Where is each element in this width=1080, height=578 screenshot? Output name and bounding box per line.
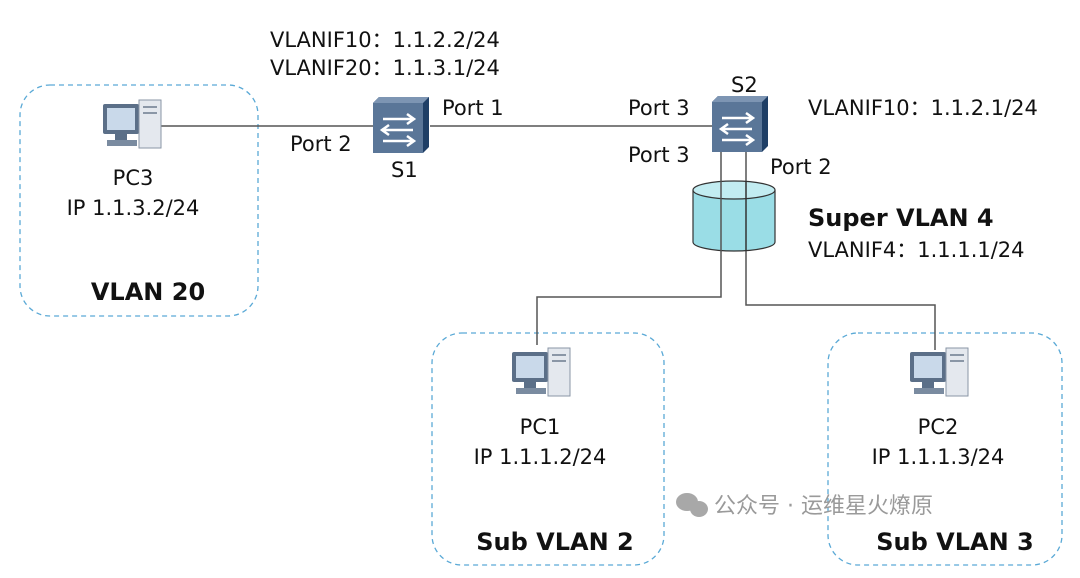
s2-label: S2	[731, 73, 758, 97]
sub-vlan2-zone	[431, 332, 665, 566]
s1-switch-icon	[371, 95, 431, 155]
s1-vlanif10-label: VLANIF10：1.1.2.2/24	[270, 28, 500, 52]
sub-vlan3-zone	[827, 332, 1063, 566]
s2-port3-top-label: Port 3	[628, 96, 690, 120]
pc1-label: PC1	[520, 415, 561, 439]
pc1-ip: IP 1.1.1.2/24	[474, 445, 607, 469]
sub-vlan3-title: Sub VLAN 3	[876, 528, 1034, 556]
s2-port2-label: Port 2	[770, 155, 832, 179]
watermark-text: 公众号 · 运维星火燎原	[714, 494, 933, 519]
super-vlan-title: Super VLAN 4	[808, 204, 994, 232]
super-vlan-cylinder-icon	[692, 180, 776, 252]
s2-port3-bottom-label: Port 3	[628, 143, 690, 167]
pc3-computer-icon	[102, 99, 162, 149]
vlan20-zone	[19, 84, 259, 317]
pc1-computer-icon	[511, 347, 571, 397]
super-vlan-vlanif: VLANIF4：1.1.1.1/24	[808, 238, 1025, 262]
s1-port1-label: Port 1	[442, 96, 504, 120]
pc2-computer-icon	[909, 347, 969, 397]
s1-vlanif20-label: VLANIF20：1.1.3.1/24	[270, 56, 500, 80]
sub-vlan2-title: Sub VLAN 2	[476, 528, 634, 556]
wechat-icon	[676, 493, 708, 517]
pc3-ip: IP 1.1.3.2/24	[67, 196, 200, 220]
s2-switch-icon	[710, 94, 770, 154]
pc2-label: PC2	[918, 415, 959, 439]
vlan20-title: VLAN 20	[91, 278, 205, 306]
pc2-ip: IP 1.1.1.3/24	[872, 445, 1005, 469]
s2-vlanif10-label: VLANIF10：1.1.2.1/24	[808, 96, 1038, 120]
s1-port2-label: Port 2	[290, 132, 352, 156]
pc3-label: PC3	[113, 166, 154, 190]
s1-label: S1	[391, 158, 418, 182]
link-s2-pc1	[536, 148, 722, 345]
